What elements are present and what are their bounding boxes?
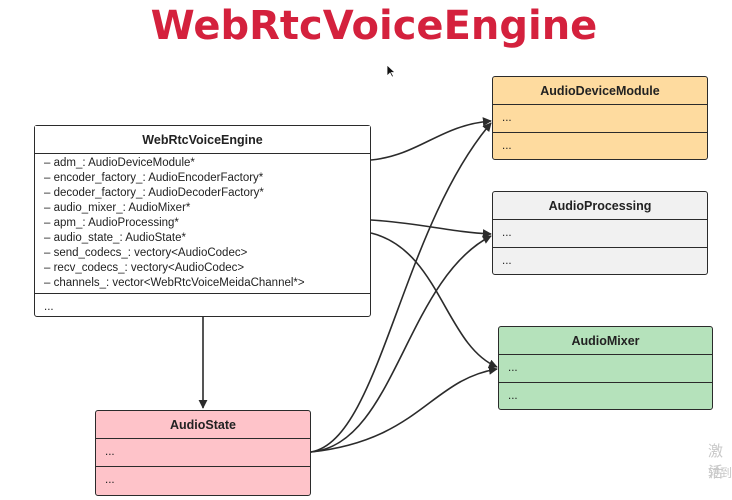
arrow-state-to-device-module bbox=[310, 122, 492, 453]
member-encoder-factory: – encoder_factory_: AudioEncoderFactory* bbox=[44, 172, 264, 184]
class-name: AudioState bbox=[96, 411, 310, 439]
attribute-section: ... bbox=[96, 439, 310, 467]
arrow-state-to-processing bbox=[310, 235, 492, 453]
member-apm: – apm_: AudioProcessing* bbox=[44, 217, 179, 229]
attribute-section: ... bbox=[493, 105, 707, 133]
method-section: ... bbox=[502, 140, 512, 152]
class-audiostate: AudioState ... ... bbox=[95, 410, 311, 496]
class-audiomixer: AudioMixer ... ... bbox=[498, 326, 713, 410]
member-audio-mixer: – audio_mixer_: AudioMixer* bbox=[44, 202, 191, 214]
method-section: ... bbox=[508, 390, 518, 402]
class-name: AudioDeviceModule bbox=[493, 77, 707, 105]
method-section: ... bbox=[502, 255, 512, 267]
class-audioprocessing: AudioProcessing ... ... bbox=[492, 191, 708, 275]
class-name: AudioProcessing bbox=[493, 192, 707, 220]
member-decoder-factory: – decoder_factory_: AudioDecoderFactory* bbox=[44, 187, 264, 199]
class-name: AudioMixer bbox=[499, 327, 712, 355]
method-section: ... bbox=[44, 301, 54, 313]
method-section: ... bbox=[105, 474, 115, 486]
member-audio-state: – audio_state_: AudioState* bbox=[44, 232, 186, 244]
arrow-adm-to-device-module bbox=[370, 117, 492, 161]
watermark-line-2: 转到 bbox=[708, 466, 732, 480]
arrow-apm-to-processing bbox=[370, 219, 492, 239]
arrow-mixer-to-audio-mixer bbox=[370, 232, 498, 368]
attribute-section: ... bbox=[493, 220, 707, 248]
mouse-cursor-icon bbox=[386, 64, 396, 78]
diagram-title: WebRtcVoiceEngine bbox=[150, 3, 598, 49]
class-audiodevicemodule: AudioDeviceModule ... ... bbox=[492, 76, 708, 160]
member-recv-codecs: – recv_codecs_: vectory<AudioCodec> bbox=[44, 262, 245, 274]
member-channels: – channels_: vector<WebRtcVoiceMeidaChan… bbox=[44, 277, 305, 289]
member-list: – adm_: AudioDeviceModule* – encoder_fac… bbox=[35, 154, 370, 294]
arrow-state-to-audio-mixer bbox=[310, 365, 498, 453]
class-name: WebRtcVoiceEngine bbox=[35, 126, 370, 154]
attribute-section: ... bbox=[499, 355, 712, 383]
class-webrtcvoiceengine: WebRtcVoiceEngine – adm_: AudioDeviceMod… bbox=[34, 125, 371, 317]
member-send-codecs: – send_codecs_: vectory<AudioCodec> bbox=[44, 247, 248, 259]
watermark-line-1: 激活 bbox=[708, 443, 724, 481]
member-adm: – adm_: AudioDeviceModule* bbox=[44, 157, 195, 169]
